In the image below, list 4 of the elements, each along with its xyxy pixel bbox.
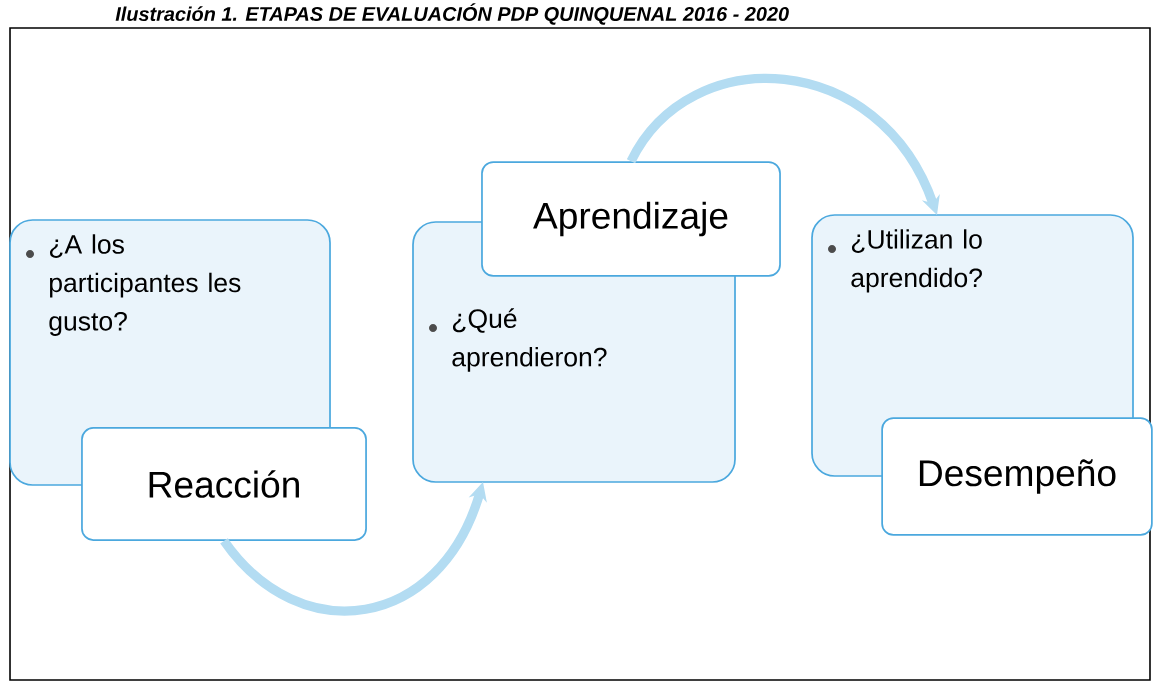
stage-box: Desempeño bbox=[881, 417, 1153, 536]
stage-box: Aprendizaje bbox=[481, 161, 781, 277]
stage-box: Reacción bbox=[81, 427, 367, 541]
title: Ilustración 1. ETAPAS DE EVALUACIÓN PDP QUINQUENAL 2016 - 2020 bbox=[115, 3, 789, 25]
